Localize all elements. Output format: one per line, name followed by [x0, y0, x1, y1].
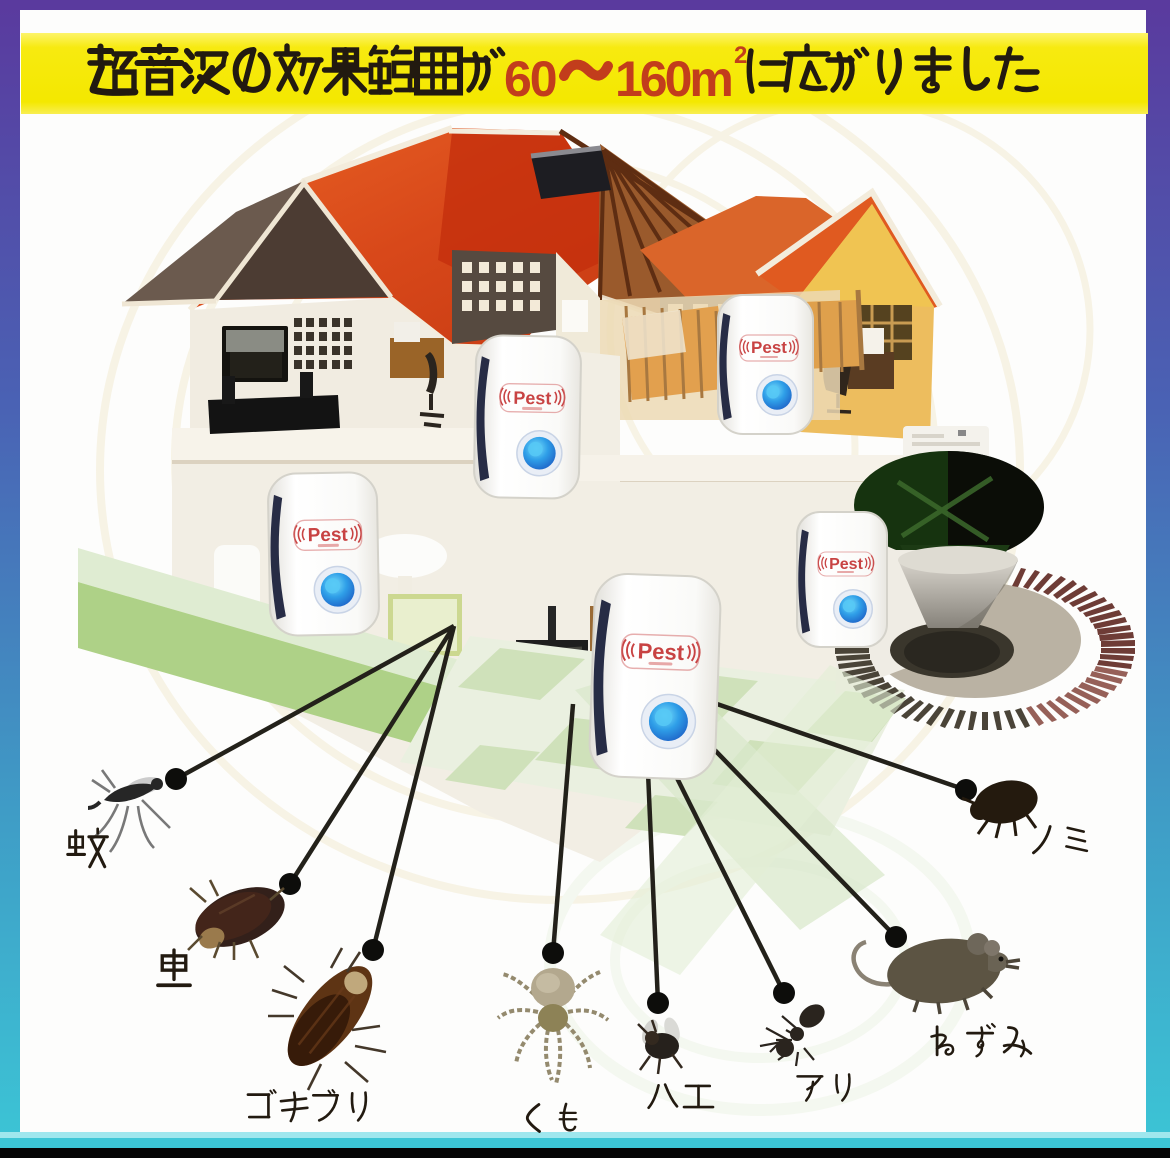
svg-text:2: 2: [734, 42, 747, 69]
svg-text:Pest: Pest: [513, 388, 551, 409]
svg-text:Pest: Pest: [829, 556, 863, 573]
svg-text:Pest: Pest: [637, 638, 685, 665]
svg-text:Pest: Pest: [751, 338, 787, 357]
svg-text:60: 60: [504, 51, 556, 107]
svg-text:160m: 160m: [615, 51, 731, 107]
svg-text:Pest: Pest: [307, 525, 348, 547]
